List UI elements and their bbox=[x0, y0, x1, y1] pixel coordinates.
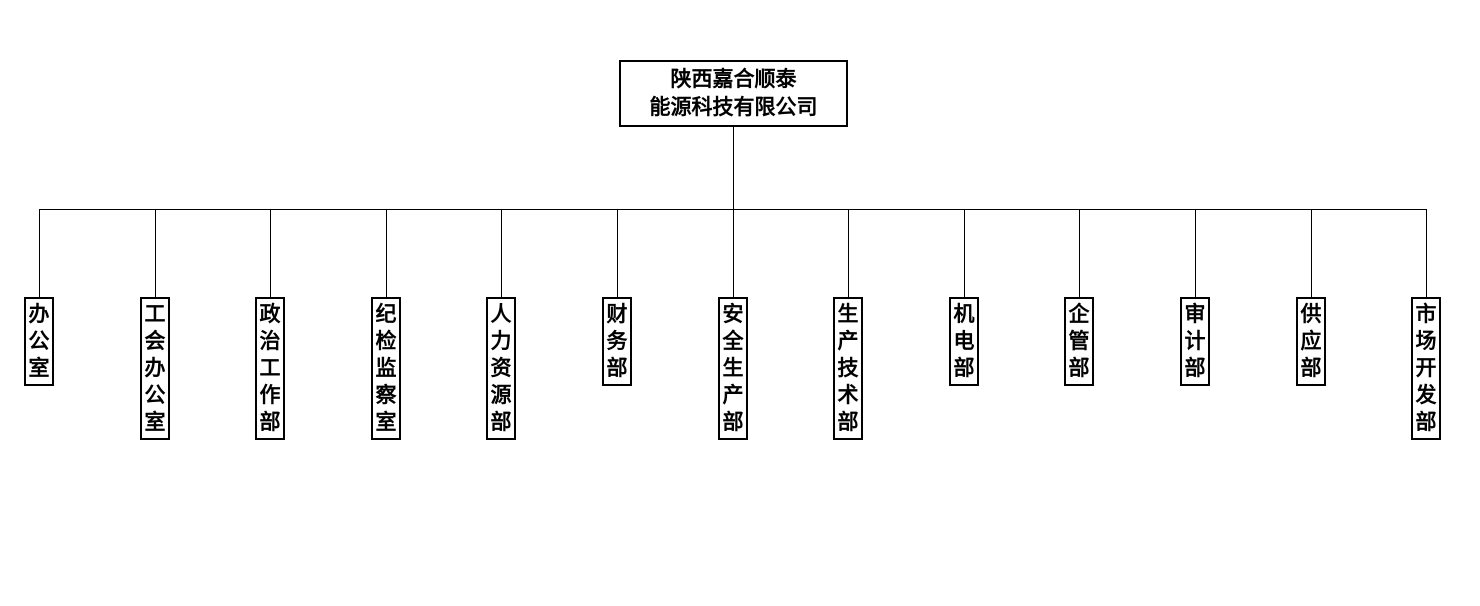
dept-box-political-work: 政治工作部 bbox=[255, 297, 285, 440]
dept-box-audit: 审计部 bbox=[1180, 297, 1210, 386]
dept-box-human-resources: 人力资源部 bbox=[486, 297, 516, 440]
dept-box-mechanical-electrical: 机电部 bbox=[949, 297, 979, 386]
connector-stem-enterprise-management bbox=[1079, 209, 1080, 297]
dept-box-supply: 供应部 bbox=[1296, 297, 1326, 386]
dept-box-union-office: 工会办公室 bbox=[140, 297, 170, 440]
connector-stem-supply bbox=[1311, 209, 1312, 297]
connector-stem-mechanical-electrical bbox=[964, 209, 965, 297]
dept-box-market-development: 市场开发部 bbox=[1411, 297, 1441, 440]
connector-stem-finance bbox=[617, 209, 618, 297]
connector-stem-political-work bbox=[270, 209, 271, 297]
dept-box-production-technology: 生产技术部 bbox=[833, 297, 863, 440]
connector-stem-office bbox=[39, 209, 40, 297]
connector-stem-union-office bbox=[155, 209, 156, 297]
connector-stem-human-resources bbox=[501, 209, 502, 297]
dept-box-safety-production: 安全生产部 bbox=[718, 297, 748, 440]
dept-box-finance: 财务部 bbox=[602, 297, 632, 386]
connector-stem-audit bbox=[1195, 209, 1196, 297]
connector-stem-safety-production bbox=[733, 209, 734, 297]
connector-parent-stem bbox=[733, 127, 734, 209]
dept-box-discipline-inspection: 纪检监察室 bbox=[371, 297, 401, 440]
dept-box-enterprise-management: 企管部 bbox=[1064, 297, 1094, 386]
connector-stem-market-development bbox=[1426, 209, 1427, 297]
company-name-line1: 陕西嘉合顺泰 bbox=[670, 67, 797, 91]
connector-stem-discipline-inspection bbox=[386, 209, 387, 297]
company-name-line2: 能源科技有限公司 bbox=[649, 95, 818, 119]
company-box: 陕西嘉合顺泰 能源科技有限公司 bbox=[619, 60, 848, 127]
connector-stem-production-technology bbox=[848, 209, 849, 297]
dept-box-office: 办公室 bbox=[24, 297, 54, 386]
